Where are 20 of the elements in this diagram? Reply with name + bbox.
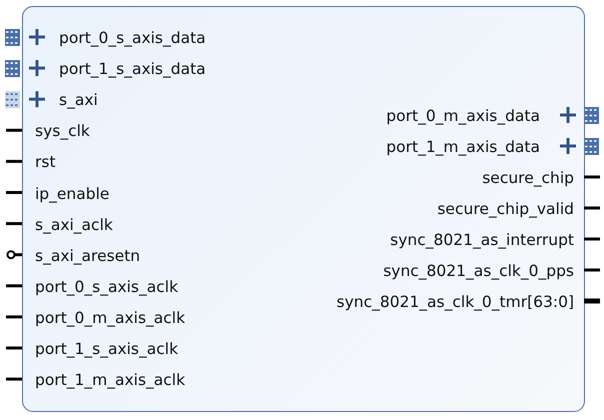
port-label: port_1_m_axis_data	[386, 138, 540, 156]
port-label: sys_clk	[35, 122, 90, 140]
port-label: port_0_s_axis_aclk	[35, 278, 178, 296]
port-label: sync_8021_as_clk_0_tmr[63:0]	[336, 293, 574, 311]
port-label: port_0_m_axis_data	[386, 107, 540, 125]
port-label: secure_chip_valid	[437, 200, 574, 218]
port-label: secure_chip	[482, 169, 574, 187]
port-label: port_1_m_axis_aclk	[35, 371, 186, 390]
ip-block	[22, 6, 585, 412]
port-label: sync_8021_as_interrupt	[390, 231, 574, 249]
port-label: port_0_m_axis_aclk	[35, 308, 186, 327]
port-label: port_1_s_axis_aclk	[35, 340, 178, 358]
port-label: rst	[35, 153, 56, 172]
port-label: port_1_s_axis_data	[59, 60, 206, 78]
port-label: port_0_s_axis_data	[59, 29, 206, 47]
port-label: s_axi_aresetn	[35, 246, 140, 265]
port-label: ip_enable	[35, 184, 110, 202]
port-label: s_axi_aclk	[35, 216, 113, 234]
port-label: s_axi	[59, 91, 98, 110]
port-label: sync_8021_as_clk_0_pps	[383, 262, 574, 280]
